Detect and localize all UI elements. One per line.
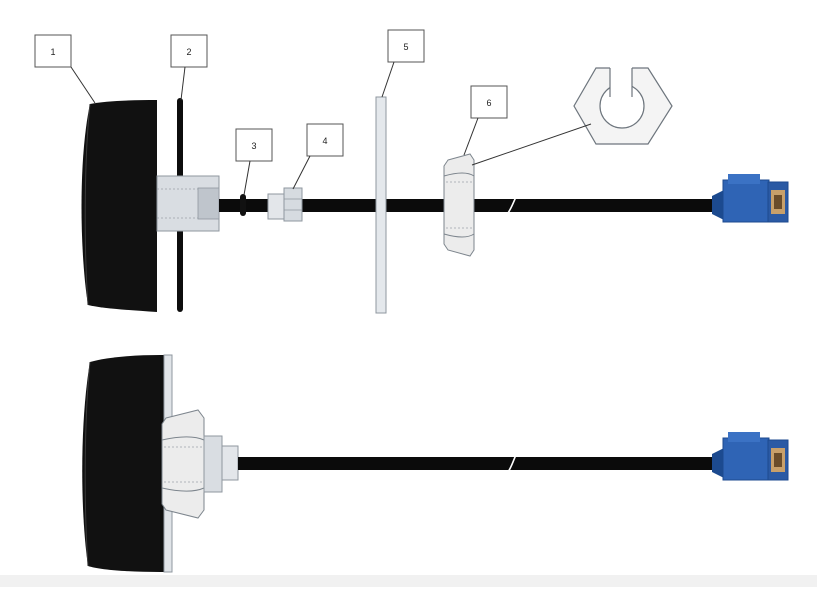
threaded-stud <box>156 175 220 232</box>
cable-break-bottom <box>507 454 517 473</box>
coax-cable-bottom <box>238 457 718 470</box>
callout-4-label: 4 <box>322 136 327 146</box>
cable-break-top <box>507 196 517 214</box>
fakra-connector-bottom <box>712 432 789 481</box>
callout-2: 2 <box>170 34 208 101</box>
callout-1: 1 <box>34 34 96 104</box>
callout-3: 3 <box>235 128 273 196</box>
hex-nut-part-6-front <box>573 66 673 145</box>
exploded-assembly-view <box>81 66 789 314</box>
fakra-connector-top <box>712 174 789 223</box>
callout-5: 5 <box>381 29 425 98</box>
assembled-view <box>82 354 789 573</box>
ferrule-assembled <box>221 445 239 481</box>
hex-nut-part-6-side <box>443 153 475 257</box>
callout-4: 4 <box>292 123 344 190</box>
callouts: 1 2 3 4 5 6 <box>34 29 592 196</box>
callout-6-label: 6 <box>486 98 491 108</box>
callout-5-label: 5 <box>403 42 408 52</box>
callout-2-label: 2 <box>186 47 191 57</box>
antenna-body-assembled <box>82 355 160 572</box>
callout-1-label: 1 <box>50 47 55 57</box>
hex-nut-assembled <box>161 409 205 519</box>
mounting-panel-part-5 <box>375 96 387 314</box>
ferrule-part-4 <box>267 187 303 222</box>
antenna-body-part-1 <box>81 100 157 312</box>
o-ring-part-3 <box>240 194 246 216</box>
callout-3-label: 3 <box>251 141 256 151</box>
callout-6: 6 <box>463 85 592 166</box>
stud-assembled <box>203 435 223 493</box>
bottom-strip <box>0 575 817 587</box>
